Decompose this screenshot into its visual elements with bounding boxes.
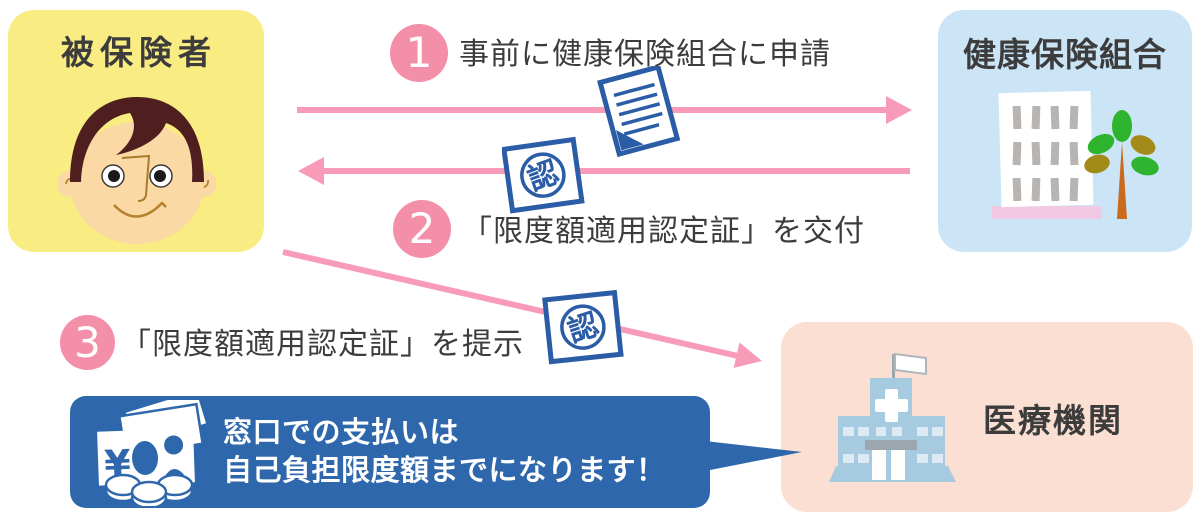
hospital-wing-right	[912, 416, 945, 478]
callout-text: 窓口での支払いは 自己負担限度額までになります！	[223, 413, 666, 490]
callout-line2: 自己負担限度額までになります！	[223, 453, 666, 488]
flag-icon	[894, 352, 927, 376]
cross-icon	[875, 389, 908, 422]
hospital-windows	[843, 427, 943, 463]
door-left	[872, 450, 886, 480]
certificate-stamp-icon: 認	[502, 136, 585, 214]
door-right	[891, 450, 905, 480]
tree-trunk	[1117, 142, 1127, 219]
certificate-stamp-icon: 認	[542, 289, 624, 365]
coins	[104, 473, 194, 506]
arrow-step1-head	[886, 96, 912, 124]
face-illustration	[58, 97, 216, 244]
arrow-step3-head	[733, 342, 762, 368]
actor-box-insured: 被保険者	[8, 10, 264, 252]
hair	[70, 97, 204, 182]
callout-tail	[705, 441, 802, 471]
actor-box-medical: 医療機関	[781, 322, 1193, 512]
callout-bubble: ¥ 窓口での支払いは 自己負担限度額までになります！	[70, 396, 710, 508]
actor-label-insured: 被保険者	[61, 33, 217, 72]
step-1-badge: 1	[390, 24, 448, 82]
smile	[113, 201, 167, 218]
door-lintel	[865, 440, 917, 450]
flag-pole	[892, 354, 895, 386]
step-3-label: 「限度額適用認定証」を提示	[121, 327, 524, 362]
step-2-badge: 2	[393, 200, 451, 258]
hospital-illustration	[829, 352, 956, 482]
building-base	[992, 206, 1102, 219]
actor-box-insurer: 健康保険組合	[938, 10, 1192, 252]
actor-label-medical: 医療機関	[983, 401, 1123, 440]
arrow-step2-head	[298, 157, 324, 185]
step-1-label: 事前に健康保険組合に申請	[459, 37, 831, 72]
head	[70, 122, 204, 244]
nose-line	[121, 154, 151, 202]
document-fold	[615, 130, 644, 151]
actor-label-insurer: 健康保険組合	[963, 35, 1167, 74]
step-3-badge: 3	[60, 315, 115, 370]
step-2-label: 「限度額適用認定証」を交付	[462, 214, 865, 249]
money-icon: ¥	[97, 400, 210, 506]
building-body	[998, 90, 1094, 208]
callout-line1: 窓口での支払いは	[223, 415, 460, 449]
building-windows	[1012, 105, 1079, 202]
tree-illustration	[1084, 110, 1159, 219]
office-building-illustration	[992, 90, 1159, 219]
document-icon	[597, 66, 681, 158]
arrow-step3-line	[282, 249, 739, 359]
